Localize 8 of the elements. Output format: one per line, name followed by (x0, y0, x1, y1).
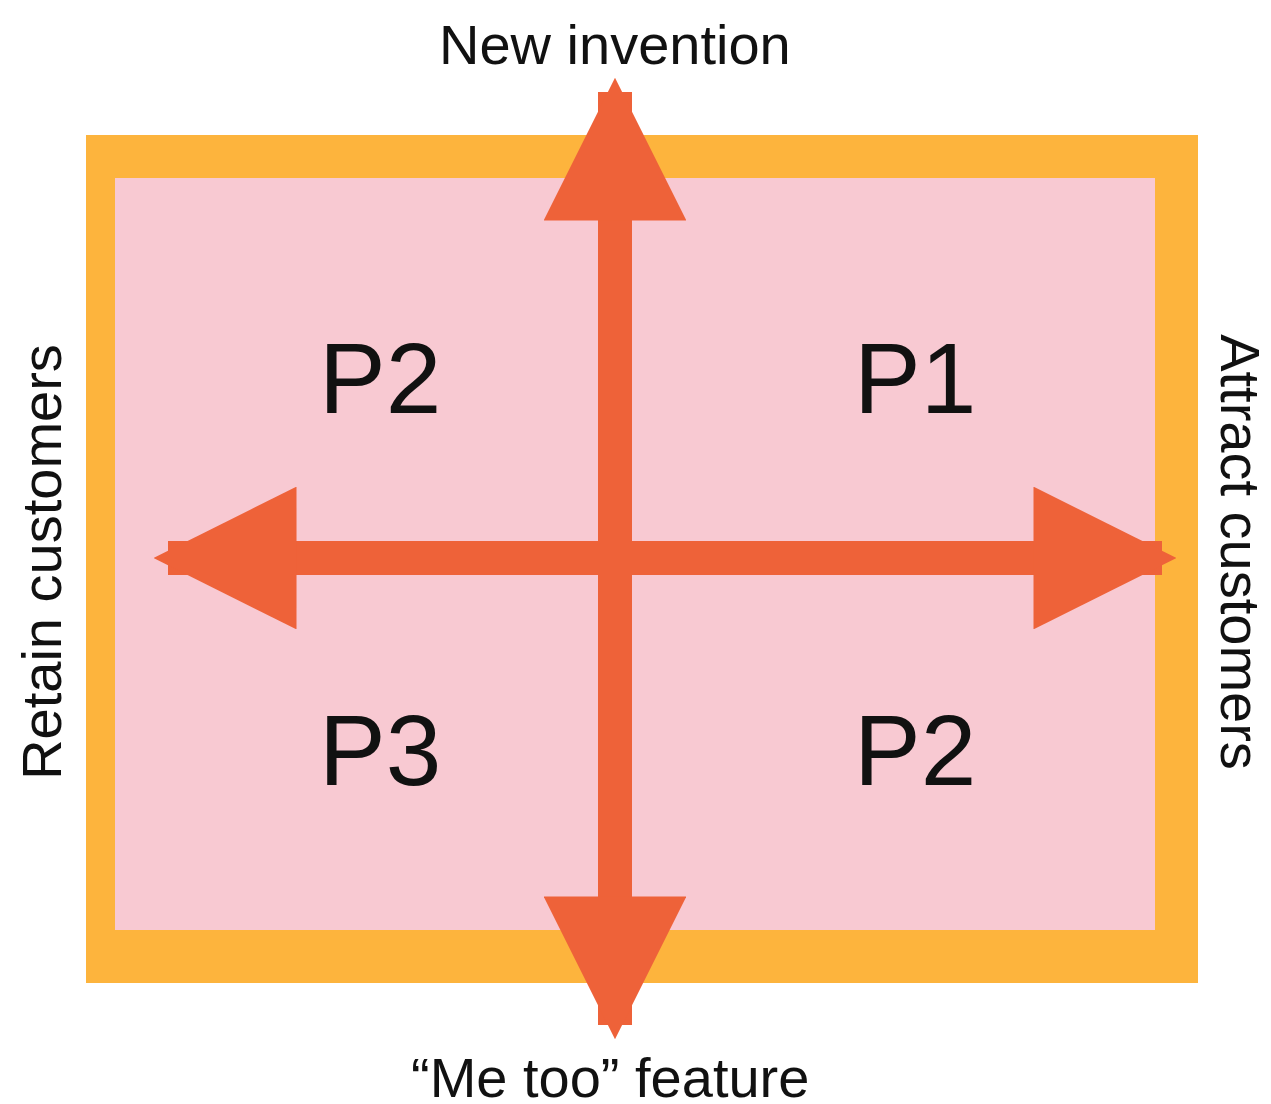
quadrant-label: P2 (319, 328, 442, 428)
axis-label: Attract customers (1211, 334, 1268, 770)
axis-label: “Me too” feature (411, 1050, 810, 1104)
quadrant-label: P2 (854, 700, 977, 800)
quadrant-label: P3 (319, 700, 442, 800)
axis-label: Retain customers (13, 344, 70, 780)
quadrant-label: P1 (854, 328, 977, 428)
axis-label: New invention (439, 17, 791, 73)
